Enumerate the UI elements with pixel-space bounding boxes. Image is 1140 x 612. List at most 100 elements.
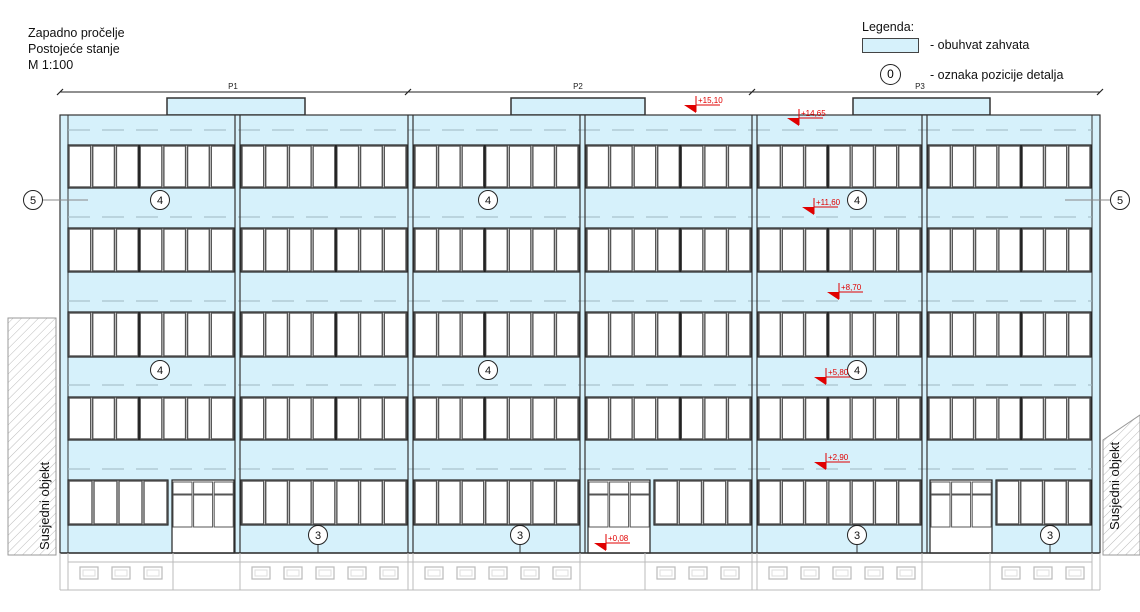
base-vent-inner	[427, 569, 441, 577]
window-pane	[241, 312, 265, 357]
window-pane	[951, 228, 975, 272]
window-pane	[312, 228, 336, 272]
window-pane	[633, 228, 657, 272]
window-pane	[68, 480, 93, 525]
door-glass-pane	[951, 494, 972, 528]
window-pane	[68, 228, 92, 272]
window-pane	[804, 397, 828, 440]
base-vent-inner	[691, 569, 705, 577]
base-vent-inner	[254, 569, 268, 577]
door-transom-pane	[629, 481, 650, 495]
window-pane	[288, 397, 312, 440]
legend-scope-label: - obuhvat zahvata	[930, 38, 1030, 52]
window-pane	[92, 312, 116, 357]
window-pane	[758, 312, 781, 357]
elevation-label: +15,10	[698, 96, 723, 105]
window-pane	[118, 480, 143, 525]
window-pane	[532, 397, 556, 440]
window-pane	[414, 312, 438, 357]
window-pane	[633, 312, 657, 357]
detail-marker-circle	[478, 190, 498, 210]
window-pane	[359, 228, 383, 272]
window-pane	[998, 228, 1021, 272]
window-pane	[437, 312, 461, 357]
window-pane	[414, 397, 438, 440]
neighbor-label-left: Susjedni objekt	[37, 461, 52, 550]
window-pane	[68, 397, 92, 440]
detail-marker-4: 4	[157, 195, 163, 207]
window-pane	[609, 228, 633, 272]
window-pane	[115, 228, 139, 272]
window-pane	[586, 397, 610, 440]
base-vent-inner	[555, 569, 569, 577]
window-pane	[851, 228, 875, 272]
window-pane	[804, 480, 828, 525]
elevation-triangle-icon	[594, 543, 606, 551]
window-pane	[1021, 397, 1045, 440]
window-pane	[210, 145, 234, 188]
base-vent-inner	[803, 569, 817, 577]
window-pane	[437, 228, 461, 272]
elevation-label: +5,80	[828, 368, 849, 377]
detail-marker-4: 4	[854, 195, 860, 207]
window-pane	[974, 145, 998, 188]
window-pane	[951, 145, 975, 188]
window-pane	[359, 397, 383, 440]
detail-marker-5: 5	[30, 195, 36, 207]
window-pane	[532, 312, 556, 357]
window-pane	[657, 228, 680, 272]
detail-marker-circle	[23, 190, 43, 210]
window-pane	[312, 397, 336, 440]
window-pane	[139, 312, 163, 357]
legend-heading: Legenda:	[862, 20, 915, 34]
window-pane	[92, 228, 116, 272]
door-glass-pane	[213, 494, 234, 528]
window-pane	[633, 145, 657, 188]
window-pane	[1020, 480, 1044, 525]
detail-marker-3: 3	[315, 530, 321, 542]
window-pane	[288, 480, 312, 525]
door-transom-pane	[213, 481, 234, 495]
window-pane	[998, 397, 1021, 440]
window-pane	[555, 397, 579, 440]
window-pane	[874, 228, 898, 272]
window-pane	[727, 480, 751, 525]
dimension-tick	[748, 88, 756, 96]
window-pane	[781, 145, 805, 188]
dimension-tick	[56, 88, 64, 96]
drawing-scale: M 1:100	[28, 58, 74, 72]
window-pane	[336, 480, 360, 525]
window-pane	[781, 397, 805, 440]
window-pane	[928, 228, 951, 272]
window-pane	[998, 145, 1021, 188]
detail-marker-4: 4	[485, 365, 491, 377]
window-pane	[898, 312, 921, 357]
window-pane	[704, 397, 728, 440]
window-pane	[781, 480, 805, 525]
window-pane	[804, 228, 828, 272]
window-pane	[657, 397, 680, 440]
detail-marker-circle	[510, 525, 530, 545]
detail-marker-4: 4	[485, 195, 491, 207]
window-pane	[704, 145, 728, 188]
window-pane	[781, 228, 805, 272]
window-pane	[828, 480, 851, 525]
window-pane	[1068, 397, 1091, 440]
window-pane	[485, 397, 508, 440]
window-pane	[186, 312, 210, 357]
window-pane	[928, 145, 951, 188]
neighbor-building-left	[7, 317, 57, 556]
window-pane	[68, 145, 92, 188]
window-pane	[336, 145, 360, 188]
neighbor-label-right: Susjedni objekt	[1107, 441, 1122, 530]
window-pane	[312, 480, 336, 525]
window-pane	[555, 480, 579, 525]
window-pane	[359, 312, 383, 357]
window-pane	[1043, 480, 1067, 525]
window-pane	[1021, 312, 1045, 357]
window-pane	[898, 397, 921, 440]
window-pane	[336, 228, 360, 272]
window-pane	[851, 480, 875, 525]
detail-marker-4: 4	[157, 365, 163, 377]
window-pane	[288, 145, 312, 188]
